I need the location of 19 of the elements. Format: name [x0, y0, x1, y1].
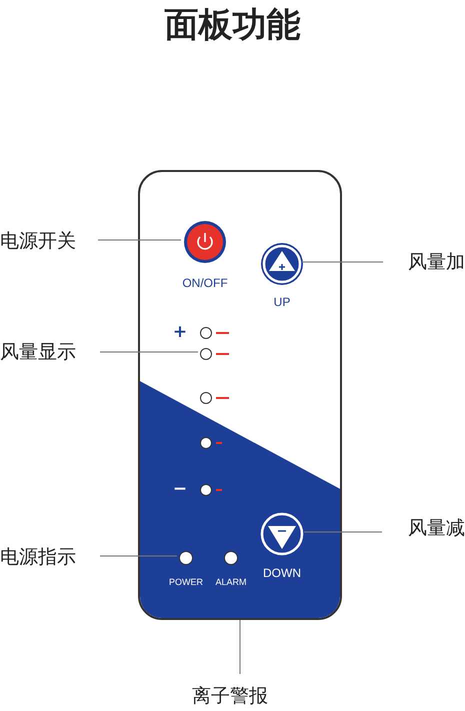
- button-label: DOWN: [262, 565, 302, 582]
- level-sign: +: [172, 322, 188, 342]
- level-sign: −: [172, 479, 188, 499]
- indicator-light: [200, 348, 212, 360]
- callout-label: 电源开关: [0, 229, 88, 253]
- title: 面板功能: [164, 4, 302, 47]
- power-button: [183, 220, 227, 264]
- control-panel: [138, 170, 342, 620]
- callout-label: 风量加: [393, 250, 465, 274]
- indicator-light: [200, 327, 212, 339]
- down-button: [258, 510, 306, 558]
- button-label: ON/OFF: [181, 275, 229, 292]
- button-label: UP: [272, 294, 292, 311]
- indicator-light: [200, 392, 212, 404]
- callout-label: 风量减: [392, 516, 465, 540]
- callout-label: 电源指示: [0, 545, 90, 569]
- callout-label: 风量显示: [0, 340, 90, 364]
- up-button: [260, 242, 304, 286]
- callout-label: 离子警报: [184, 684, 276, 708]
